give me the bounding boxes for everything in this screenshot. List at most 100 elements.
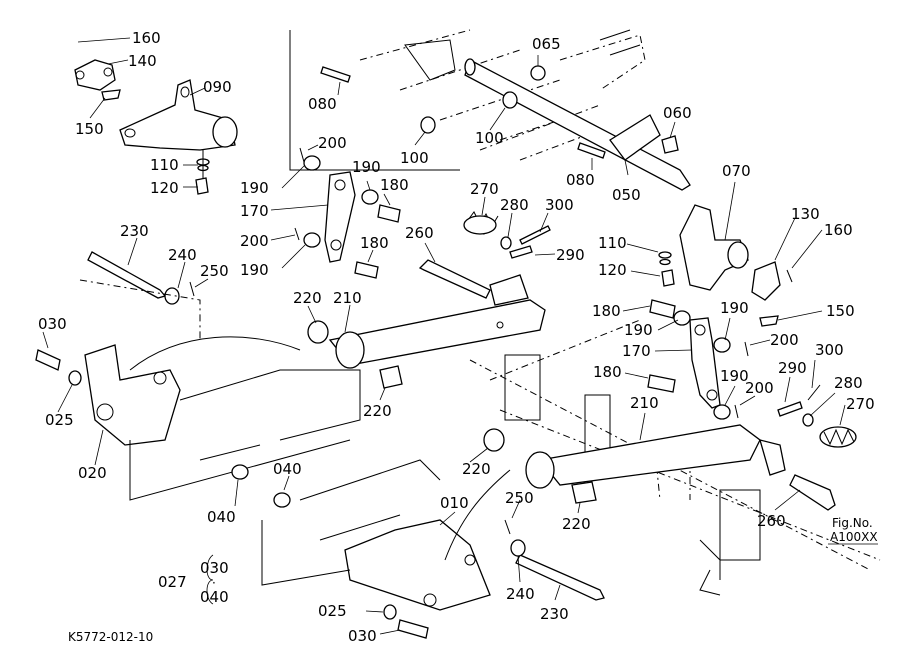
- callout-280: 280: [834, 374, 863, 392]
- callout-210: 210: [333, 289, 362, 307]
- callout-010: 010: [440, 494, 469, 512]
- part-070-bracket: [679, 204, 749, 291]
- callout-120: 120: [598, 261, 627, 279]
- part-050-shaft: [464, 58, 691, 191]
- part-220-bushings-left: [307, 320, 403, 389]
- callout-130: 130: [791, 205, 820, 223]
- callout-030: 030: [38, 315, 67, 333]
- part-290-bolt-left: [509, 245, 533, 259]
- part-240-washer-right: [510, 539, 526, 557]
- leader-arrow-lower: [444, 469, 511, 561]
- callout-150: 150: [826, 302, 855, 320]
- part-100-collars: [420, 91, 518, 134]
- leader-lines: [42, 37, 878, 635]
- callout-200: 200: [240, 232, 269, 250]
- callout-200: 200: [770, 331, 799, 349]
- part-280-washer-left: [500, 236, 512, 250]
- fig-note-line2: A100XX: [830, 530, 878, 544]
- callout-100: 100: [475, 129, 504, 147]
- part-300-pin-right: [807, 384, 821, 401]
- callout-180: 180: [380, 176, 409, 194]
- part-260-rod-right: [789, 474, 836, 511]
- callout-090: 090: [203, 78, 232, 96]
- part-090-bracket: [119, 79, 238, 151]
- callout-110: 110: [598, 234, 627, 252]
- callout-080: 080: [566, 171, 595, 189]
- callout-030: 030: [348, 627, 377, 645]
- leader-arrow-left: [129, 336, 301, 371]
- part-250-pin-right: [504, 519, 511, 535]
- callout-270: 270: [470, 180, 499, 198]
- part-180-pins-right: [647, 299, 676, 393]
- callout-190: 190: [624, 321, 653, 339]
- part-030-bolt-lower: [397, 619, 429, 639]
- part-300-pin-left: [519, 225, 551, 245]
- part-110-washers-right: [658, 251, 672, 266]
- callout-260: 260: [757, 512, 786, 530]
- callout-120: 120: [150, 179, 179, 197]
- callout-270: 270: [846, 395, 875, 413]
- part-200-pins-left: [294, 147, 305, 241]
- callout-150: 150: [75, 120, 104, 138]
- callout-080: 080: [308, 95, 337, 113]
- part-150-clip-right: [759, 315, 779, 327]
- part-040-nut-left: [231, 464, 249, 480]
- callout-300: 300: [545, 196, 574, 214]
- callout-180: 180: [592, 302, 621, 320]
- callout-040: 040: [273, 460, 302, 478]
- frame-plate-lower: [261, 459, 441, 586]
- figure-id: K5772-012-10: [68, 630, 153, 644]
- callout-290: 290: [556, 246, 585, 264]
- callout-200: 200: [318, 134, 347, 152]
- callout-labels: 160 140 150 090 110 120 080 100 100 065 …: [38, 29, 878, 645]
- callout-027: 027: [158, 573, 187, 591]
- callout-220: 220: [293, 289, 322, 307]
- part-230-shaft-left: [87, 251, 167, 299]
- callout-160: 160: [132, 29, 161, 47]
- callout-280: 280: [500, 196, 529, 214]
- callout-220: 220: [462, 460, 491, 478]
- callout-240: 240: [168, 246, 197, 264]
- fig-note-line1: Fig.No.: [832, 516, 873, 530]
- part-240-washer-left: [164, 287, 180, 305]
- callout-190: 190: [720, 299, 749, 317]
- callout-220: 220: [562, 515, 591, 533]
- callout-065: 065: [532, 35, 561, 53]
- part-060-bolt: [661, 135, 679, 154]
- part-200-pins-right: [734, 341, 749, 419]
- part-025-washer-lower: [383, 604, 397, 620]
- part-120-fitting-top: [195, 177, 209, 195]
- part-260-rod-left: [418, 259, 491, 299]
- part-190-washers-left: [303, 155, 379, 248]
- callout-040: 040: [207, 508, 236, 526]
- callout-110: 110: [150, 156, 179, 174]
- part-065-nut: [530, 65, 546, 81]
- callout-020: 020: [78, 464, 107, 482]
- part-120-fitting-right: [661, 269, 675, 287]
- part-160-pin-right: [786, 269, 793, 283]
- chassis-outline: [289, 29, 881, 596]
- callout-200: 200: [745, 379, 774, 397]
- part-025-washer-left: [68, 370, 82, 386]
- callout-250: 250: [200, 262, 229, 280]
- part-170-arm-right: [689, 317, 721, 409]
- callout-260: 260: [405, 224, 434, 242]
- callout-190: 190: [352, 158, 381, 176]
- part-080-bolts: [320, 66, 606, 159]
- part-190-washers-right: [673, 310, 731, 420]
- callout-240: 240: [506, 585, 535, 603]
- part-250-pin-left: [189, 281, 195, 297]
- callout-180: 180: [593, 363, 622, 381]
- part-170-arm-left: [324, 171, 356, 263]
- callout-190: 190: [240, 179, 269, 197]
- part-230-shaft-right: [515, 554, 605, 601]
- frame-plate-left: [79, 279, 361, 501]
- callout-230: 230: [120, 222, 149, 240]
- part-150-clip: [101, 89, 121, 101]
- part-180-pins-left: [354, 204, 401, 279]
- callout-025: 025: [45, 411, 74, 429]
- callout-030-group: 030: [200, 559, 229, 577]
- callout-190: 190: [720, 367, 749, 385]
- callout-100: 100: [400, 149, 429, 167]
